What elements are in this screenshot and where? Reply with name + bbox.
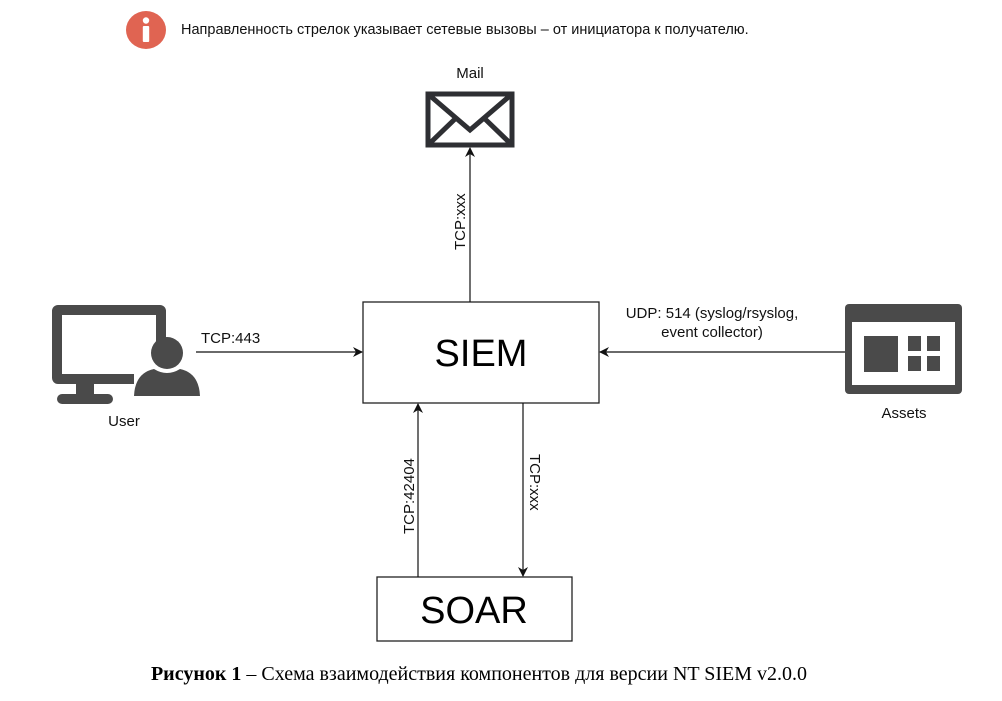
info-note-text: Направленность стрелок указывает сетевые… [181,22,749,38]
figure-caption-prefix: Рисунок 1 [150,663,242,685]
edge-soar-siem-label: TCP:42404 [401,458,418,534]
figure-caption: Рисунок 1 – Схема взаимодействия компоне… [0,663,958,686]
info-icon [126,11,166,49]
soar-label: SOAR [420,590,528,632]
siem-label: SIEM [435,333,528,375]
user-label: User [108,413,140,430]
soar-box[interactable] [376,576,573,642]
edge-siem-mail-label: TCP:xxx [452,193,469,250]
edge-user-siem-label: TCP:443 [201,330,260,347]
envelope-icon [425,91,515,148]
info-note: Направленность стрелок указывает сетевые… [126,11,749,49]
edge-assets-siem-label-line2: event collector) [661,324,763,341]
monitor-user-icon [52,305,200,404]
assets-window-icon [845,304,962,394]
edge-siem-soar-label: TCP:xxx [526,454,543,511]
edge-assets-siem-label-line1: UDP: 514 (syslog/rsyslog, [626,305,799,322]
siem-box[interactable] [362,301,600,404]
assets-label: Assets [881,405,926,422]
mail-label: Mail [456,65,484,82]
figure-caption-text: – Схема взаимодействия компонентов для в… [241,663,808,685]
